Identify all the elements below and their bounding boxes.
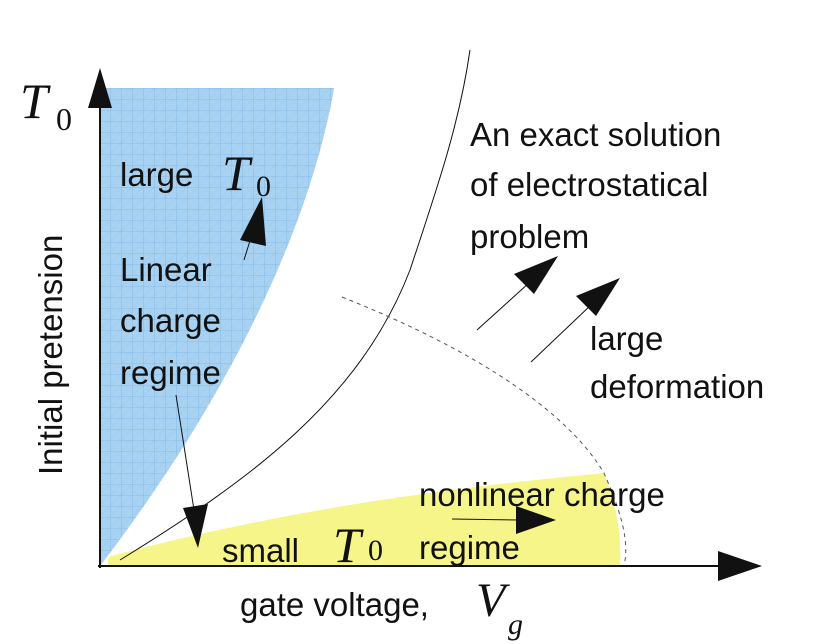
arrow-nonlinear [451, 518, 521, 521]
svg-text:0: 0 [368, 534, 383, 567]
svg-text:0: 0 [256, 170, 271, 203]
x-axis-label: gate voltage, V g [240, 574, 523, 641]
svg-text:deformation: deformation [590, 368, 764, 405]
nonlinear-region [108, 473, 621, 566]
y-axis-symbol: T 0 [20, 73, 72, 137]
arrow-large-deformation-head [576, 278, 620, 316]
y-axis-label: Initial pretension [32, 235, 69, 475]
svg-text:Linear: Linear [120, 251, 212, 288]
svg-text:charge: charge [120, 302, 221, 339]
svg-text:large: large [120, 156, 193, 193]
large-deformation-boundary [341, 296, 627, 567]
boundary-curve [119, 49, 471, 561]
x-axis-arrowhead [718, 551, 762, 581]
large-deformation-label: large deformation [590, 320, 764, 405]
svg-text:T: T [20, 73, 51, 129]
arrow-exact-solution [476, 281, 531, 331]
svg-text:problem: problem [470, 218, 589, 255]
svg-text:V: V [476, 574, 510, 627]
svg-text:large: large [590, 320, 663, 357]
arrow-to-small-t0-head [183, 504, 208, 548]
svg-text:regime: regime [419, 529, 520, 566]
exact-solution-label: An exact solution of electrostatical pro… [470, 116, 721, 255]
svg-text:regime: regime [120, 354, 221, 391]
svg-text:An exact solution: An exact solution [470, 116, 721, 153]
svg-text:gate voltage,: gate voltage, [240, 586, 429, 623]
svg-text:g: g [508, 608, 523, 641]
svg-text:nonlinear charge: nonlinear charge [419, 476, 665, 513]
nonlinear-regime-label: nonlinear charge regime [419, 476, 665, 566]
arrow-to-small-t0 [175, 394, 195, 511]
arrow-large-deformation [530, 303, 593, 363]
linear-region [100, 88, 334, 566]
svg-text:of electrostatical: of electrostatical [470, 166, 708, 203]
svg-text:T: T [333, 517, 364, 573]
linear-regime-label: Linear charge regime [120, 251, 221, 391]
arrow-nonlinear-head [516, 506, 556, 534]
arrow-exact-solution-head [514, 256, 558, 294]
svg-text:0: 0 [56, 101, 72, 137]
small-t0-label: small T 0 [222, 517, 383, 573]
y-axis-arrowhead [88, 68, 112, 108]
svg-text:small: small [222, 532, 299, 569]
arrow-to-large-t0-head [240, 197, 266, 246]
large-t0-label: large T 0 [120, 145, 271, 203]
svg-text:T: T [222, 145, 253, 201]
